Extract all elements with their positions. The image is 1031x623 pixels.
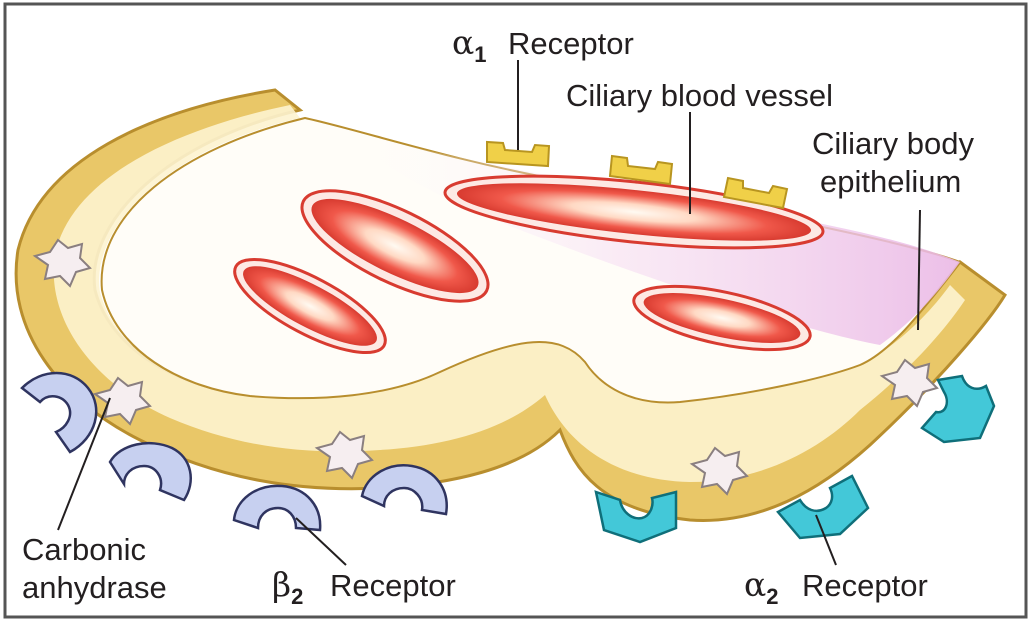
alpha2-symbol: α <box>744 565 766 604</box>
svg-text:β2: β2 <box>272 565 303 609</box>
ciliary-body-label-line2: epithelium <box>820 164 961 199</box>
beta2-subscript: 2 <box>291 584 303 609</box>
alpha2-label-text: Receptor <box>802 568 928 603</box>
carbonic-anhydrase-label-line2: anhydrase <box>22 570 167 605</box>
beta2-receptor <box>110 443 191 500</box>
ciliary-blood-vessel-label: Ciliary blood vessel <box>566 78 833 113</box>
alpha1-subscript: 1 <box>474 42 486 67</box>
carbonic-anhydrase-label-line1: Carbonic <box>22 532 146 567</box>
beta2-receptor-label: β2 Receptor <box>272 565 456 609</box>
svg-text:α1: α1 <box>452 23 487 67</box>
alpha1-receptor-label: α1 Receptor <box>452 23 634 67</box>
svg-text:α2: α2 <box>744 565 779 609</box>
alpha1-label-text: Receptor <box>508 26 634 61</box>
beta2-symbol: β <box>272 565 291 604</box>
beta2-label-text: Receptor <box>330 568 456 603</box>
ciliary-body-label-line1: Ciliary body <box>812 126 974 161</box>
beta2-receptor <box>22 373 96 452</box>
beta2-receptor <box>234 486 320 530</box>
alpha1-symbol: α <box>452 23 474 62</box>
alpha2-subscript: 2 <box>766 584 778 609</box>
alpha2-receptor-label: α2 Receptor <box>744 565 928 609</box>
